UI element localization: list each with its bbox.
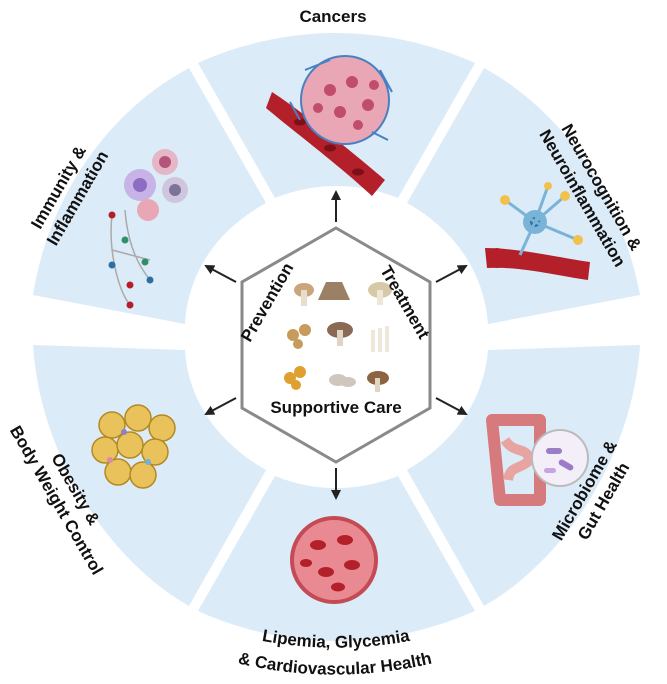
segment-microbiome [407, 345, 640, 606]
label-cancers: Cancers [299, 7, 366, 26]
fat-cells-icon [91, 404, 176, 489]
blood-cells-circle-icon [290, 516, 378, 604]
arrow-up-right [435, 265, 468, 283]
mushrooms-icon [284, 282, 392, 392]
arrow-down-right [435, 397, 468, 415]
label-lipemia-line2: & Cardiovascular Health [237, 649, 434, 679]
center-hexagon [240, 226, 432, 464]
segment-neuro [407, 68, 640, 324]
neuron-blood-vessel-icon [485, 182, 590, 280]
arrow-down-left [204, 397, 237, 415]
arrows [204, 190, 468, 500]
tumor-blood-vessel-icon [266, 55, 393, 196]
label-supportive-care: Supportive Care [270, 398, 401, 417]
intestine-microbes-icon [486, 414, 589, 506]
immune-cells-network-icon [108, 149, 188, 309]
arrow-up-left [204, 265, 237, 283]
